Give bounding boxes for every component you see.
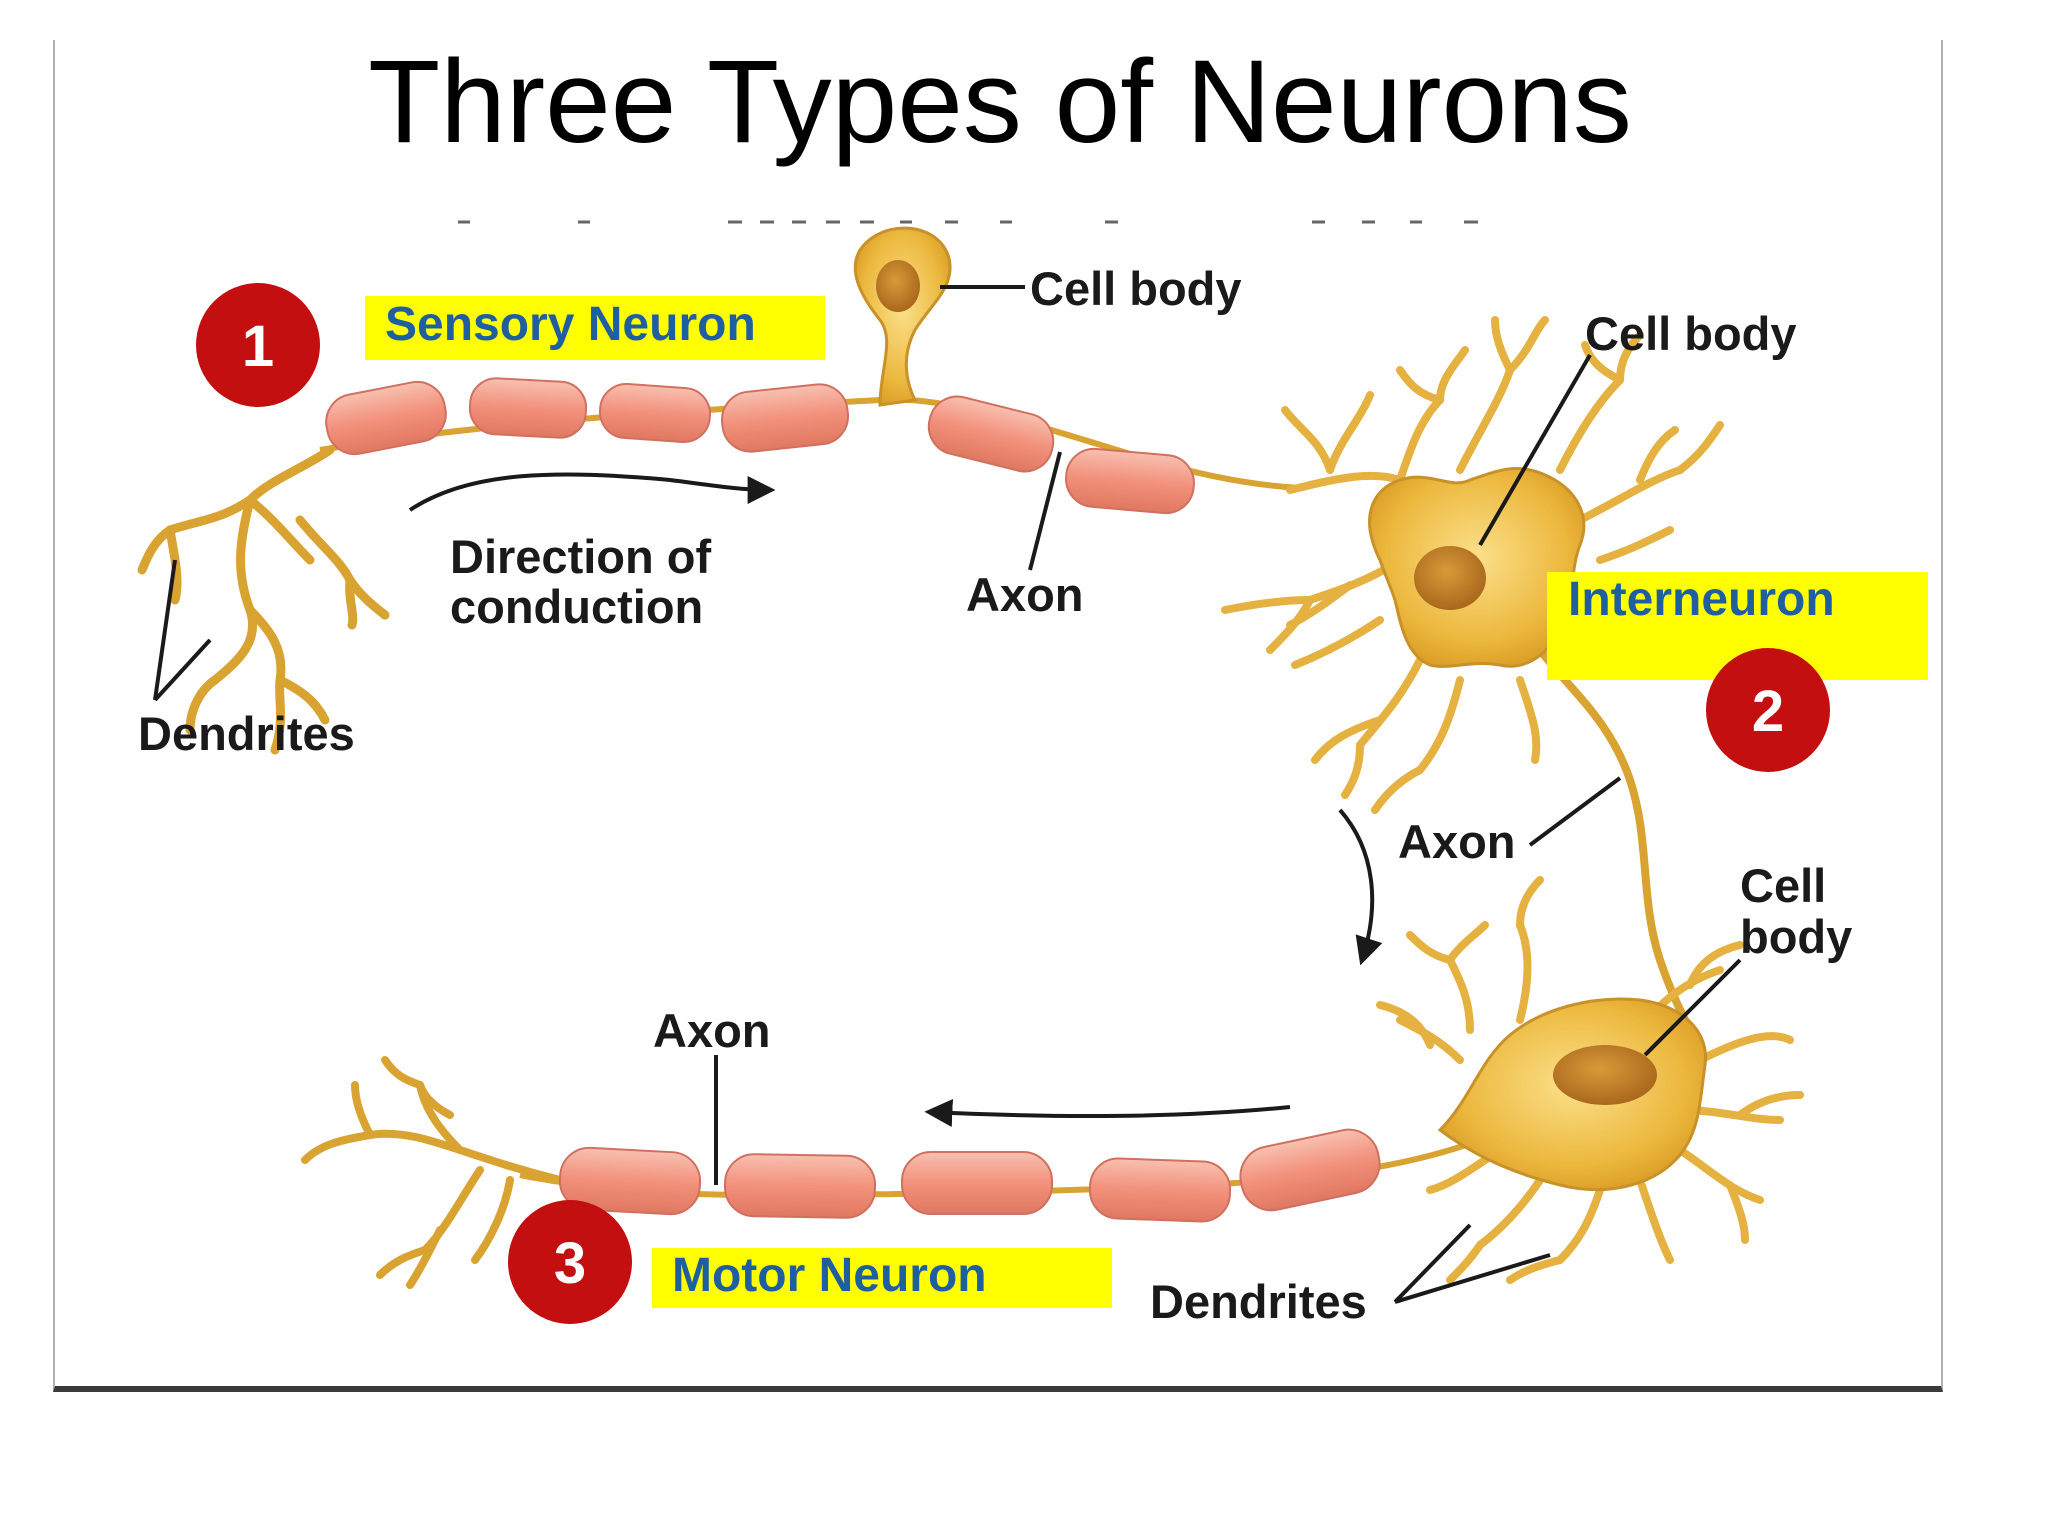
axon-inter-label: Axon [1398,815,1516,868]
interneuron [1221,316,1724,1032]
cell-body-motor-line1: Cell [1740,859,1826,912]
inter-dendrites-drawing [1221,316,1724,814]
arrow-bottom [924,1099,1291,1128]
cell-body-motor-line2: body [1740,910,1852,963]
badge-1: 1 [196,283,320,407]
page-title: Three Types of Neurons [368,36,1632,168]
motor-highlight [652,1248,1112,1308]
inter-axon-line [1536,647,1694,1032]
badge-2: 2 [1706,648,1830,772]
motor-terminal-branches [301,1056,564,1289]
dendrites-sensory-label: Dendrites [138,707,355,760]
axon-sensory-label: Axon [966,568,1084,621]
sensory-cell-stalk [853,226,952,407]
motor-neuron [301,876,1804,1289]
badge-1-text: 1 [242,314,274,379]
arrow-right [1338,808,1383,966]
motor-neuron-label: Motor Neuron [672,1249,987,1302]
interneuron-label: Interneuron [1568,573,1835,626]
badge-3: 3 [508,1200,632,1324]
motor-myelin-segments [558,1128,1381,1223]
sensory-neuron-label: Sensory Neuron [385,298,756,351]
axon-motor-label: Axon [653,1004,771,1057]
sensory-myelin-segments [325,377,1195,515]
direction-arrows [408,472,1383,1128]
badge-2-text: 2 [1752,679,1784,744]
sensory-highlight [365,296,825,360]
motor-nucleus [1553,1045,1657,1105]
leader-lines [153,285,1742,1304]
arrow-top [408,472,776,512]
dendrites-motor-label: Dendrites [1150,1275,1367,1328]
direction-line2: conduction [450,580,703,633]
badge-3-text: 3 [554,1231,586,1296]
sensory-nucleus [876,260,920,312]
inter-nucleus [1414,546,1486,610]
sensory-neuron [137,226,1301,755]
cell-body-inter-label: Cell body [1585,307,1797,360]
cell-body-sensory-label: Cell body [1030,262,1242,315]
sensory-dendrites-drawing [137,445,390,755]
direction-line1: Direction of [450,530,711,583]
